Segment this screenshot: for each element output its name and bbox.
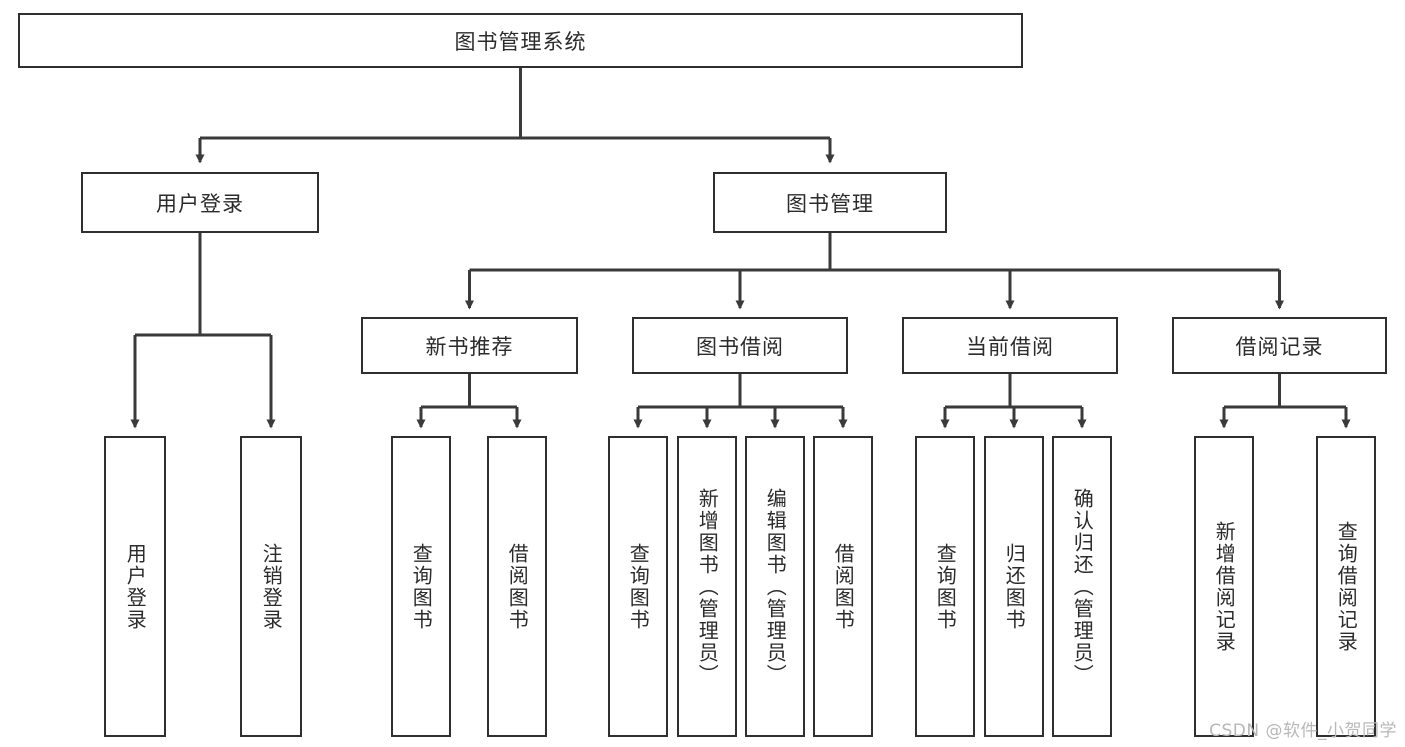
- node-cur-return-book[interactable]: 归还图书: [984, 436, 1044, 737]
- node-cur-query-book[interactable]: 查询图书: [915, 436, 975, 737]
- node-label: 借阅图书: [831, 542, 856, 631]
- node-label: 借阅记录: [1235, 334, 1324, 359]
- node-label: 查询图书: [409, 542, 434, 631]
- node-rec-borrow-book[interactable]: 借阅图书: [487, 436, 547, 737]
- node-label: 查询图书: [933, 542, 958, 631]
- node-label: 注销登录: [259, 542, 284, 631]
- node-label: 归还图书: [1002, 542, 1027, 631]
- node-rec-query-record[interactable]: 查询借阅记录: [1316, 436, 1376, 737]
- node-label: 用户登录: [123, 542, 148, 631]
- node-label: 查询借阅记录: [1334, 520, 1359, 653]
- csdn-watermark: CSDN @软件_小贺同学: [1209, 721, 1397, 741]
- node-borrow-query-book[interactable]: 查询图书: [608, 436, 668, 737]
- node-label: 图书管理系统: [454, 29, 587, 54]
- node-user-login-do[interactable]: 用户登录: [104, 436, 166, 737]
- node-label: 确认归还（管理员）: [1070, 487, 1095, 686]
- node-borrow-edit-book[interactable]: 编辑图书（管理员）: [745, 436, 805, 737]
- node-label: 用户登录: [156, 191, 244, 216]
- node-user-logout[interactable]: 注销登录: [240, 436, 302, 737]
- node-rec-add-record[interactable]: 新增借阅记录: [1194, 436, 1254, 737]
- node-label: 新书推荐: [425, 334, 514, 359]
- node-book-manage[interactable]: 图书管理: [713, 172, 947, 233]
- node-current-borrow[interactable]: 当前借阅: [902, 317, 1118, 374]
- node-label: 编辑图书（管理员）: [763, 487, 788, 686]
- node-label: 图书管理: [786, 191, 874, 216]
- node-root[interactable]: 图书管理系统: [18, 13, 1023, 68]
- node-label: 新增图书（管理员）: [695, 487, 720, 686]
- node-label: 查询图书: [626, 542, 651, 631]
- node-label: 新增借阅记录: [1212, 520, 1237, 653]
- node-borrow-add-book[interactable]: 新增图书（管理员）: [677, 436, 737, 737]
- node-cur-confirm-return[interactable]: 确认归还（管理员）: [1052, 436, 1112, 737]
- node-borrow-borrow-book[interactable]: 借阅图书: [813, 436, 873, 737]
- node-user-login[interactable]: 用户登录: [81, 172, 319, 233]
- node-label: 图书借阅: [696, 334, 784, 359]
- node-book-borrow[interactable]: 图书借阅: [632, 317, 848, 374]
- node-new-book-rec[interactable]: 新书推荐: [361, 317, 578, 374]
- node-label: 借阅图书: [505, 542, 530, 631]
- node-label: 当前借阅: [966, 334, 1054, 359]
- node-rec-query-book[interactable]: 查询图书: [391, 436, 451, 737]
- node-borrow-record[interactable]: 借阅记录: [1172, 317, 1387, 374]
